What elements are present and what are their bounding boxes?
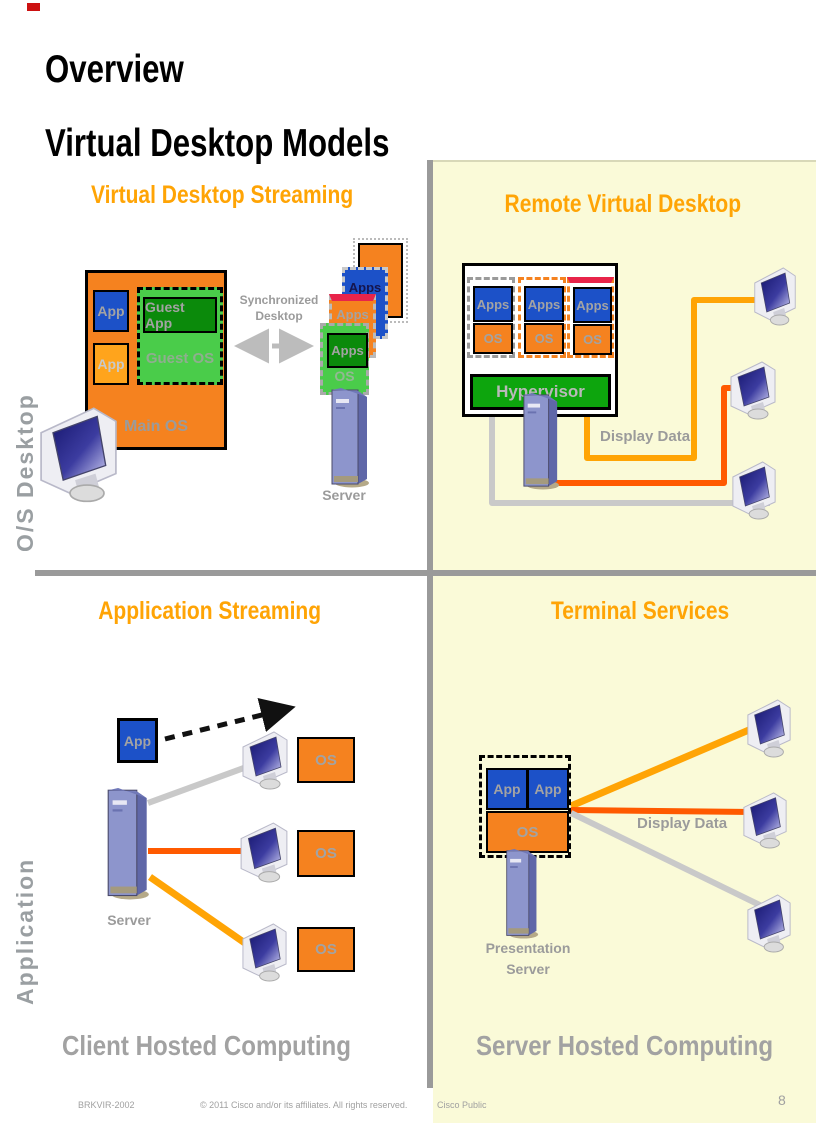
red-marker [27, 3, 40, 11]
vm-card-os-label: OS [334, 368, 355, 384]
vm2-apps-box: Apps [524, 286, 564, 322]
quadrant-title-vds: Virtual Desktop Streaming [90, 181, 354, 209]
synchronized-desktop-label: Synchronized Desktop [239, 293, 319, 323]
server-icon [330, 388, 370, 488]
vm2-os-box: OS [524, 323, 564, 354]
local-app-box-2: App [93, 343, 129, 385]
monitor-icon [240, 922, 289, 982]
vm-2: Apps OS [518, 277, 566, 358]
ts-os-box: OS [486, 811, 569, 853]
display-data-label-ts: Display Data [637, 815, 728, 832]
vm-1: Apps OS [467, 277, 515, 358]
quadrant-title-rvd: Remote Virtual Desktop [504, 190, 742, 218]
guest-os-label: Guest OS [145, 350, 215, 367]
ts-app-box-2: App [527, 768, 569, 810]
client-os-box-2: OS [297, 830, 355, 877]
axis-label-application: Application [12, 857, 38, 1005]
vm-card-apps-box: Apps [327, 333, 368, 368]
terminal-server-box: App App OS [479, 755, 571, 858]
quadrant-title-ts: Terminal Services [550, 597, 730, 625]
footer-session-id: BRKVIR-2002 [78, 1100, 135, 1110]
footer-copyright: © 2011 Cisco and/or its affiliates. All … [200, 1100, 408, 1110]
horizontal-divider [35, 570, 816, 576]
slide-title-line2: Virtual Desktop Models [45, 122, 390, 165]
monitor-icon [238, 821, 290, 883]
monitor-icon [36, 405, 121, 503]
monitor-icon [745, 893, 793, 953]
vm-3: Apps OS [567, 277, 614, 358]
vm1-os-box: OS [473, 323, 513, 354]
streamed-app-box: App [117, 718, 158, 763]
monitor-icon [741, 791, 789, 849]
client-os-box-3: OS [297, 927, 355, 972]
server-icon [505, 849, 539, 939]
ts-app-box-1: App [486, 768, 528, 810]
footer-classification: Cisco Public [437, 1100, 487, 1110]
monitor-icon [730, 460, 778, 520]
display-data-label-rvd: Display Data [600, 428, 691, 445]
vm3-apps-box: Apps [573, 287, 612, 323]
vm1-apps-box: Apps [473, 286, 513, 322]
monitor-icon [728, 360, 778, 420]
slide-title-line1: Overview [45, 48, 184, 91]
server-icon [522, 393, 560, 490]
page-number: 8 [778, 1092, 786, 1108]
main-os-label: Main OS [123, 418, 188, 435]
local-app-box-1: App [93, 290, 129, 332]
presentation-server-label: Presentation Server [485, 940, 571, 977]
monitor-icon [745, 698, 793, 758]
monitor-icon [752, 266, 798, 326]
axis-label-server-hosted: Server Hosted Computing [476, 1030, 774, 1061]
axis-label-client-hosted: Client Hosted Computing [62, 1030, 351, 1061]
server-icon [106, 788, 150, 900]
vertical-divider [427, 160, 433, 1088]
axis-label-os-desktop: O/S Desktop [12, 393, 38, 552]
server-label-vds: Server [322, 487, 366, 503]
monitor-icon [240, 730, 290, 790]
guest-app-box: Guest App [143, 297, 217, 333]
vm-card-front: Apps OS [320, 323, 369, 395]
client-os-box-1: OS [297, 737, 355, 783]
vm3-os-box: OS [573, 324, 612, 355]
quadrant-title-appstream: Application Streaming [98, 597, 322, 625]
server-label-appstream: Server [107, 912, 151, 928]
